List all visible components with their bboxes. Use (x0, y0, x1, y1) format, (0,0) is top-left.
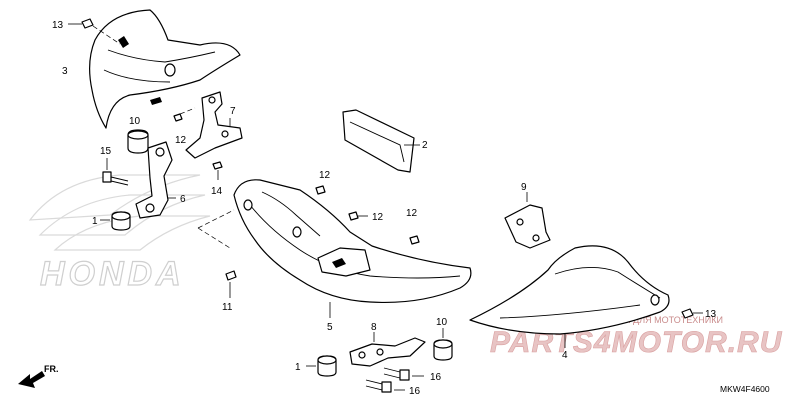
callout-4: 4 (562, 350, 568, 361)
front-direction-label: FR. (44, 364, 59, 374)
callout-1-left: 1 (92, 216, 98, 227)
callout-16-a: 16 (430, 372, 442, 383)
honda-logo-text: HONDA (40, 255, 185, 293)
callout-14: 14 (211, 186, 223, 197)
part-14-screw (212, 161, 223, 170)
callout-7: 7 (230, 106, 236, 117)
part-4-side-cowl (469, 245, 670, 335)
part-16-bolt-b (365, 379, 392, 393)
callout-12-mid: 12 (372, 212, 384, 223)
callout-10-left: 10 (129, 116, 141, 127)
callout-3: 3 (62, 66, 68, 77)
part-13-bolt-top (68, 18, 94, 29)
part-15-bolt (102, 171, 129, 186)
part-16-bolt-a (383, 367, 410, 381)
part-12-screw-d (409, 235, 420, 245)
callout-9: 9 (521, 182, 527, 193)
callout-11: 11 (222, 302, 233, 313)
callout-2: 2 (422, 140, 428, 151)
part-3-inner-panel (89, 9, 241, 129)
callout-15: 15 (100, 146, 112, 157)
callout-12-right: 12 (406, 208, 418, 219)
part-5-under-cowl (233, 179, 472, 303)
part-1-grommet-b (317, 355, 337, 377)
callout-10-lower: 10 (436, 317, 448, 328)
part-12-screw-a (173, 113, 183, 122)
part-9-bracket (504, 204, 551, 249)
callout-6: 6 (180, 194, 186, 205)
callout-8: 8 (371, 322, 377, 333)
front-direction-arrow-icon (18, 371, 45, 388)
callout-1-lower: 1 (295, 362, 301, 373)
part-7-bracket (185, 91, 243, 159)
part-11-screw (225, 270, 237, 281)
part-12-screw-c (348, 211, 359, 221)
callout-12-center: 12 (319, 170, 331, 181)
diagram-code: MKW4F4600 (720, 384, 770, 394)
part-1-grommet-a (111, 211, 131, 231)
callout-13-right: 13 (705, 309, 717, 320)
part-6-stay (135, 141, 173, 219)
part-10-grommet-a (127, 129, 149, 154)
part-12-screw-b (315, 185, 326, 195)
part-2-plate (342, 109, 415, 173)
part-13-bolt-right (681, 308, 694, 319)
callout-5: 5 (327, 322, 333, 333)
callout-16-b: 16 (409, 386, 421, 397)
callout-13-top: 13 (52, 20, 64, 31)
part-10-grommet-b (433, 339, 453, 361)
callout-12-upper: 12 (175, 135, 187, 146)
part-8-bracket (349, 337, 426, 367)
